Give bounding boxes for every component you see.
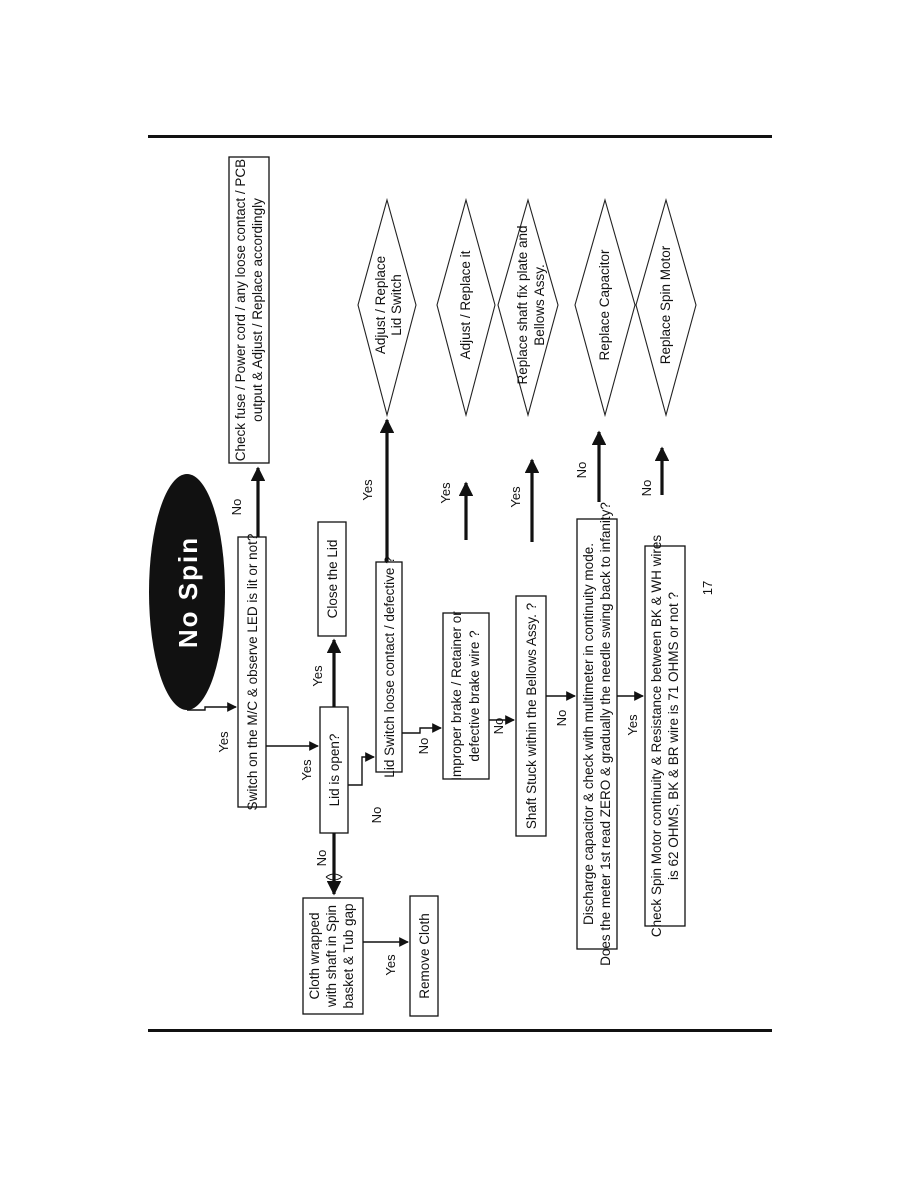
svg-text:with shaft in Spin: with shaft in Spin bbox=[324, 905, 339, 1008]
diamond-replace-capacitor: Replace Capacitor bbox=[574, 197, 636, 418]
edge-label-no-cloth: No bbox=[314, 850, 329, 867]
box-close-lid: Close the Lid bbox=[317, 521, 347, 637]
box-lid-open: Lid is open? bbox=[319, 706, 349, 834]
svg-text:basket & Tub gap: basket & Tub gap bbox=[341, 903, 356, 1008]
box-switch-on: Switch on the M/C & observe LED is lit o… bbox=[237, 534, 267, 811]
box-shaft-stuck: Shaft Stuck within the Bellows Assy. ? bbox=[515, 595, 547, 837]
edge-label-no-shaft: No bbox=[491, 718, 506, 735]
arrow-lid-to-cloth bbox=[325, 833, 343, 896]
svg-text:Close the Lid: Close the Lid bbox=[325, 540, 340, 619]
edge-label-yes-remove: Yes bbox=[383, 954, 398, 976]
box-check-fuse: Check fuse / Power cord / any loose cont… bbox=[228, 156, 270, 464]
edge-label-yes-adjust-lid: Yes bbox=[360, 479, 375, 501]
box-cloth-wrapped: Cloth wrapped with shaft in Spin basket … bbox=[302, 897, 364, 1015]
edge-label-yes-motor: Yes bbox=[625, 714, 640, 736]
diamond-replace-shaft: Replace shaft fix plate and Bellows Assy… bbox=[497, 197, 559, 418]
edge-label-no-brake: No bbox=[416, 738, 431, 755]
edge-label-yes-close: Yes bbox=[310, 665, 325, 687]
diamond-adjust-replace-it: Adjust / Replace it bbox=[436, 197, 496, 418]
box-brake: Improper brake / Retainer or defective b… bbox=[442, 611, 490, 781]
svg-text:Replace Spin Motor: Replace Spin Motor bbox=[658, 245, 673, 364]
svg-text:Replace shaft fix plate and: Replace shaft fix plate and bbox=[515, 225, 530, 384]
edge-label-yes-replace-shaft: Yes bbox=[508, 486, 523, 508]
diagram-title: No Spin bbox=[173, 536, 203, 648]
edge-label-no-capacitor: No bbox=[554, 710, 569, 727]
svg-text:Remove Cloth: Remove Cloth bbox=[417, 913, 432, 999]
svg-text:Discharge capacitor & check wi: Discharge capacitor & check with multime… bbox=[581, 543, 596, 925]
svg-text:Adjust / Replace: Adjust / Replace bbox=[373, 256, 388, 354]
diamond-adjust-lid-switch: Adjust / Replace Lid Switch bbox=[357, 197, 417, 418]
svg-text:Shaft Stuck within the Bellows: Shaft Stuck within the Bellows Assy. ? bbox=[524, 603, 539, 829]
arrow-title-to-switch bbox=[187, 702, 237, 712]
box-capacitor: Discharge capacitor & check with multime… bbox=[576, 502, 618, 966]
edge-label-yes-adjust-it: Yes bbox=[438, 482, 453, 504]
edge-label-no-replace-cap: No bbox=[574, 462, 589, 479]
svg-text:Lid Switch: Lid Switch bbox=[389, 274, 404, 336]
top-rule bbox=[148, 135, 772, 138]
svg-text:Check fuse / Power cord / any: Check fuse / Power cord / any loose cont… bbox=[233, 159, 248, 461]
title-oval: No Spin bbox=[149, 474, 225, 710]
box-spin-motor-check: Check Spin Motor continuity & Resistance… bbox=[644, 535, 686, 937]
svg-text:Does the meter 1st read ZERO &: Does the meter 1st read ZERO & gradually… bbox=[598, 502, 613, 966]
box-remove-cloth: Remove Cloth bbox=[409, 895, 439, 1017]
arrow-lid-to-lidswitch bbox=[348, 752, 375, 786]
svg-text:Check Spin Motor continuity &: Check Spin Motor continuity & Resistance… bbox=[649, 535, 664, 937]
svg-text:Lid is open?: Lid is open? bbox=[327, 734, 342, 807]
edge-label-no-fuse: No bbox=[229, 499, 244, 516]
svg-text:Switch on the M/C & observe LE: Switch on the M/C & observe LED is lit o… bbox=[245, 534, 260, 811]
svg-text:Lid Switch loose contact / def: Lid Switch loose contact / defective ? bbox=[382, 556, 397, 777]
box-lid-switch: Lid Switch loose contact / defective ? bbox=[375, 556, 403, 778]
svg-text:Improper brake / Retainer or: Improper brake / Retainer or bbox=[449, 611, 464, 781]
arrow-lidswitch-to-brake bbox=[402, 723, 442, 734]
edge-label-no-replace-motor: No bbox=[639, 480, 654, 497]
edge-label-no-lidswitch: No bbox=[369, 807, 384, 824]
svg-text:is 62 OHMS, BK & BR wire is 71: is 62 OHMS, BK & BR wire is 71 OHMS or n… bbox=[666, 592, 681, 880]
svg-text:output & Adjust / Replace acco: output & Adjust / Replace accordingly bbox=[250, 198, 265, 422]
page-number: 17 bbox=[700, 581, 715, 595]
svg-text:Cloth wrapped: Cloth wrapped bbox=[307, 912, 322, 999]
bottom-rule bbox=[148, 1029, 772, 1032]
edge-label-yes-start: Yes bbox=[216, 731, 231, 753]
svg-text:defective brake wire ?: defective brake wire ? bbox=[467, 630, 482, 761]
diamond-replace-spin-motor: Replace Spin Motor bbox=[635, 197, 697, 418]
svg-text:Adjust / Replace it: Adjust / Replace it bbox=[458, 250, 473, 359]
svg-text:Bellows Assy.: Bellows Assy. bbox=[532, 264, 547, 346]
svg-text:Replace Capacitor: Replace Capacitor bbox=[597, 249, 612, 361]
edge-label-yes-lid: Yes bbox=[299, 759, 314, 781]
